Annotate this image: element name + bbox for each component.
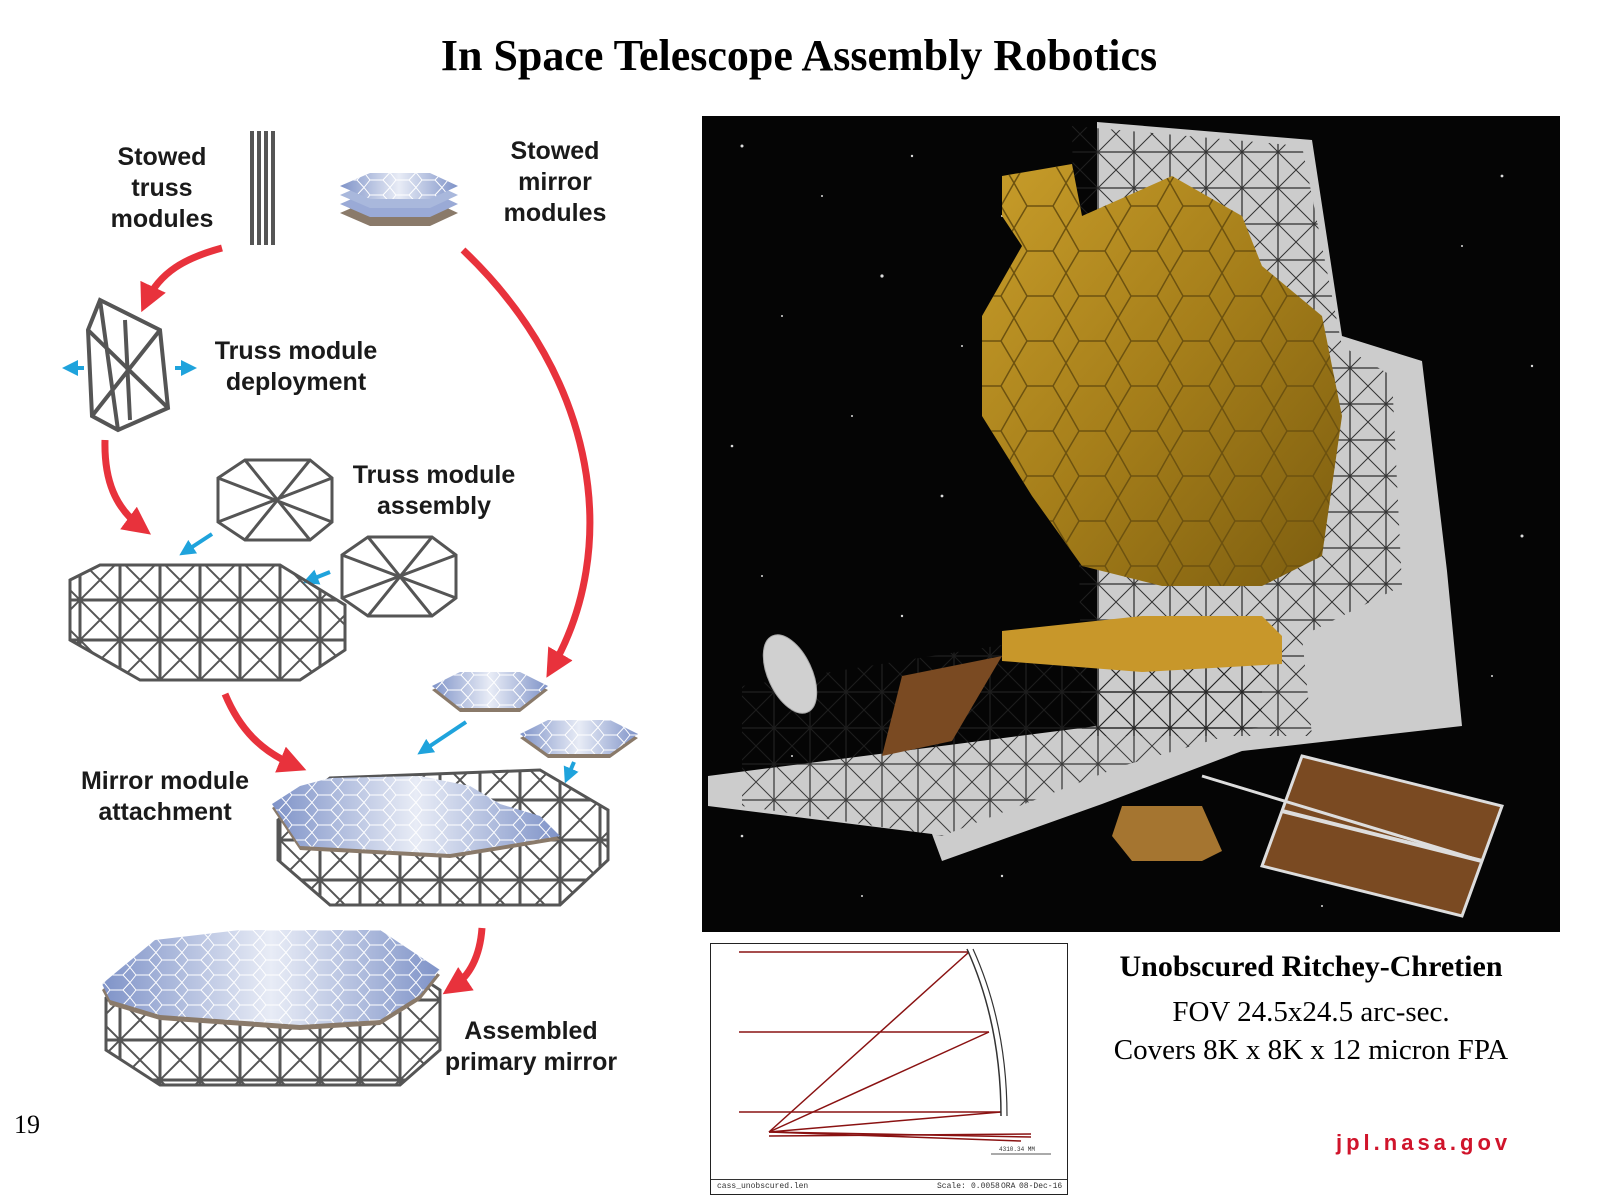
secondary-mirror (762, 634, 818, 714)
page-number: 19 (14, 1110, 40, 1139)
ray-trace-org: ORA (1001, 1182, 1016, 1191)
ray-trace-filename: cass_unobscured.len (717, 1182, 809, 1191)
flow-arrow-attach-final (442, 927, 486, 995)
label-stowed-truss: Stowed truss modules (110, 143, 214, 233)
primary-mirror-profile-inner (972, 948, 1008, 1117)
ray-trace-scale-label: Scale: (937, 1182, 966, 1191)
attach-arrow-2 (563, 761, 579, 784)
ray-trace-rays (739, 951, 1032, 1142)
mirror-modules-small (432, 672, 638, 758)
ray-trace-diagram: 4310.34 MM cass_unobscured.len Scale: 0.… (710, 943, 1068, 1195)
attach-arrow-1 (417, 720, 468, 755)
ray-trace-scale: 0.0058 (971, 1182, 1000, 1191)
label-assembled-mirror: Assembled primary mirror (444, 1017, 618, 1076)
ray-trace-date: 08-Dec-16 (1019, 1182, 1063, 1191)
flow-arrow-assembly-attach (221, 692, 307, 773)
truss-cluster (68, 563, 347, 682)
flow-arrow-deploy-assembly (101, 439, 151, 535)
truss-cube-top (216, 458, 334, 542)
assembly-arrow-1 (179, 532, 214, 556)
stowed-mirror-icon (340, 173, 458, 226)
label-truss-deployment: Truss module deployment (214, 337, 378, 396)
optics-fov: FOV 24.5x24.5 arc-sec. (1172, 996, 1450, 1028)
instrument-module (1002, 616, 1282, 672)
spacecraft-bus (1112, 806, 1222, 861)
boom-panel (882, 656, 1002, 756)
optics-coverage: Covers 8K x 8K x 12 micron FPA (1113, 1034, 1509, 1066)
solar-array (1201, 754, 1504, 918)
label-stowed-mirror: Stowed mirror modules (503, 137, 607, 227)
primary-mirror-profile (966, 948, 1002, 1117)
optics-design-title: Unobscured Ritchey-Chretien (1119, 950, 1503, 983)
boom-truss (742, 626, 1262, 836)
footer-website[interactable]: jpl.nasa.gov (1336, 1130, 1512, 1155)
assembly-arrow-2 (302, 569, 331, 585)
telescope-render (702, 116, 1560, 932)
mirror-attach-structure (272, 768, 610, 907)
primary-mirror (982, 164, 1342, 586)
assembled-mirror-structure (102, 930, 442, 1087)
stowed-truss-icon (250, 131, 275, 245)
label-mirror-attachment: Mirror module attachment (80, 767, 250, 826)
label-truss-assembly: Truss module assembly (352, 461, 516, 520)
flow-arrow-truss-deploy (140, 244, 223, 313)
deployed-truss-icon (85, 297, 171, 433)
ray-trace-footer: cass_unobscured.len Scale: 0.0058 ORA 08… (711, 1179, 1067, 1194)
assembly-diagram (62, 131, 638, 1087)
ray-trace-length: 4310.34 MM (999, 1146, 1035, 1153)
truss-cube-right (340, 535, 458, 618)
flow-arrow-mirror-down (460, 247, 594, 678)
slide-title: In Space Telescope Assembly Robotics (440, 31, 1158, 80)
